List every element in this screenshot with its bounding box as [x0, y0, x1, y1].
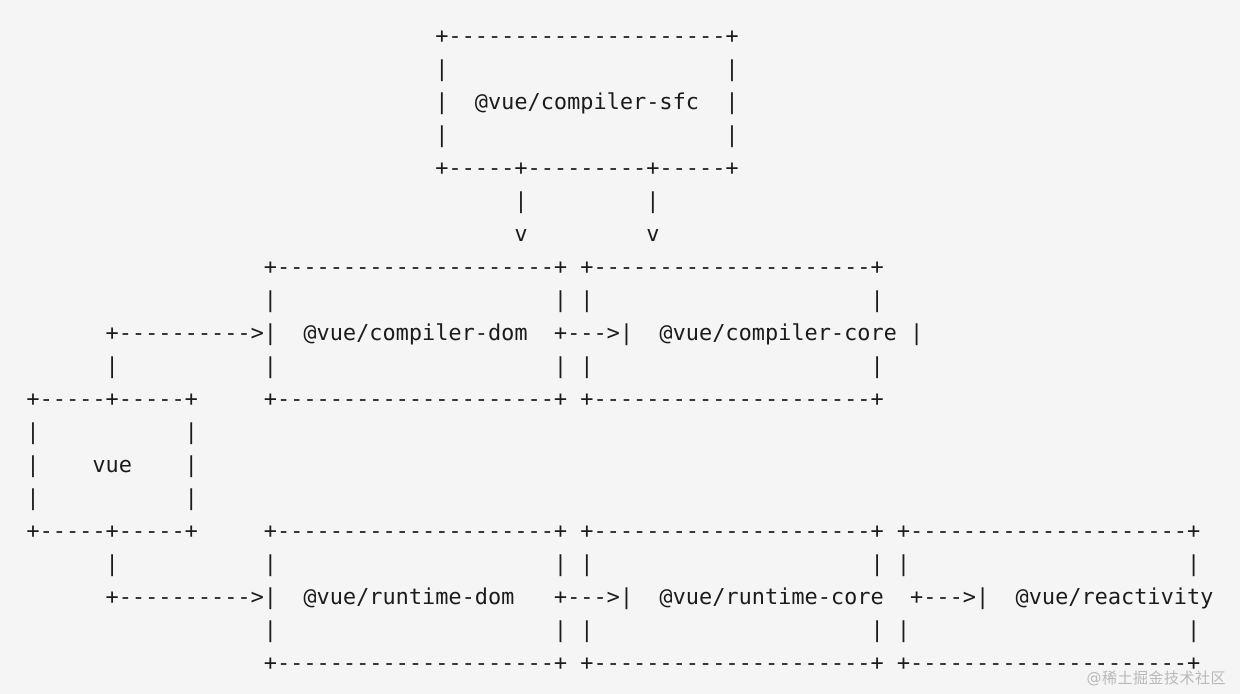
ascii-dependency-diagram: +---------------------+ | | | @vue/compi…	[26, 24, 1214, 676]
